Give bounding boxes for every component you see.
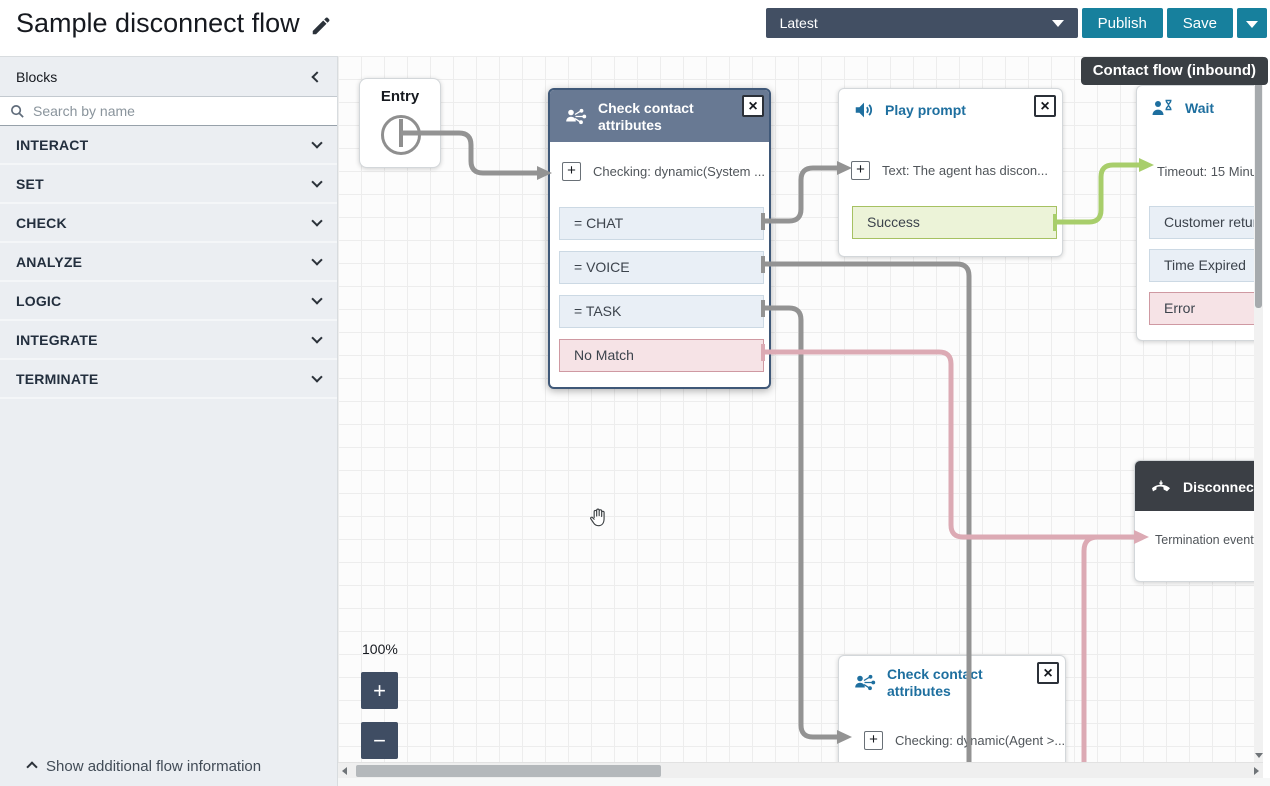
version-dropdown[interactable]: Latest [765, 8, 1078, 38]
horizontal-scrollbar-thumb[interactable] [356, 765, 661, 777]
sidebar-category-logic[interactable]: LOGIC [0, 282, 337, 321]
expand-parameter-icon[interactable]: + [864, 731, 883, 750]
vertical-scrollbar-thumb[interactable] [1255, 76, 1262, 308]
block-check-contact-attributes-1[interactable]: Check contact attributes × + Checking: d… [548, 88, 771, 389]
block-wait[interactable]: Wait Timeout: 15 Minu Customer retur Tim… [1136, 85, 1270, 341]
output-task[interactable]: = TASK [559, 295, 764, 328]
zoom-out-button[interactable]: − [361, 722, 398, 759]
block-parameter: + Text: The agent has discon... [851, 161, 1048, 180]
chevron-down-icon [1246, 20, 1258, 28]
chevron-down-icon [311, 214, 323, 227]
output-success[interactable]: Success [852, 206, 1057, 239]
sidebar-category-terminate[interactable]: TERMINATE [0, 360, 337, 399]
pencil-icon [312, 17, 330, 34]
wire-chat-to-play-prompt [763, 161, 852, 224]
sidebar-category-integrate[interactable]: INTEGRATE [0, 321, 337, 360]
version-label: Latest [779, 15, 818, 31]
speaker-icon [855, 102, 872, 118]
blocks-panel-header: Blocks [0, 57, 337, 96]
sidebar-category-check[interactable]: CHECK [0, 204, 337, 243]
expand-parameter-icon[interactable]: + [851, 161, 870, 180]
save-options-button[interactable] [1237, 8, 1267, 38]
show-flow-info-toggle[interactable]: Show additional flow information [26, 758, 261, 775]
block-title: Disconnect [1183, 478, 1259, 495]
close-icon[interactable]: × [1034, 95, 1056, 117]
zoom-level-label: 100% [362, 641, 398, 657]
block-header: Play prompt × [839, 89, 1062, 129]
search-input[interactable] [33, 103, 327, 119]
chevron-down-icon [311, 292, 323, 305]
vertical-scrollbar[interactable] [1254, 56, 1263, 762]
flow-canvas[interactable]: Entry Check contact attributes × + Check [337, 56, 1270, 786]
block-play-prompt[interactable]: Play prompt × + Text: The agent has disc… [838, 88, 1063, 257]
close-icon[interactable]: × [1037, 662, 1059, 684]
output-error[interactable]: Error [1149, 292, 1270, 325]
block-title: Play prompt [885, 101, 966, 118]
chevron-down-icon [311, 331, 323, 344]
block-header: Wait [1137, 86, 1270, 128]
block-title: Wait [1185, 99, 1215, 116]
chevron-up-icon [26, 761, 38, 773]
search-icon [11, 104, 24, 118]
blocks-panel: Blocks INTERACT SET CHECK ANALYZE LO [0, 56, 337, 786]
wire-no-match-to-disconnect [763, 349, 1149, 544]
sidebar-category-set[interactable]: SET [0, 165, 337, 204]
sidebar-category-analyze[interactable]: ANALYZE [0, 243, 337, 282]
entry-point-icon [381, 115, 421, 155]
chevron-down-icon [311, 253, 323, 266]
wire-task-to-check2 [763, 305, 852, 744]
output-time-expired[interactable]: Time Expired [1149, 249, 1270, 282]
panel-title: Blocks [16, 68, 58, 85]
block-header: Check contact attributes × [550, 90, 769, 142]
chevron-down-icon [311, 370, 323, 383]
block-parameter: Termination event [1155, 533, 1254, 547]
edit-title-icon[interactable] [310, 15, 332, 37]
zoom-in-button[interactable]: + [361, 672, 398, 709]
canvas-right-gutter [1262, 56, 1270, 786]
block-parameter: + Checking: dynamic(System ... [562, 162, 765, 181]
page-title: Sample disconnect flow [16, 8, 300, 38]
flow-type-badge: Contact flow (inbound) [1080, 57, 1268, 85]
hand-cursor [586, 505, 611, 535]
close-icon[interactable]: × [742, 95, 764, 117]
output-chat[interactable]: = CHAT [559, 207, 764, 240]
output-customer-returned[interactable]: Customer retur [1149, 206, 1270, 239]
chevron-down-icon [1051, 19, 1064, 27]
save-button[interactable]: Save [1166, 8, 1233, 38]
publish-button[interactable]: Publish [1081, 8, 1163, 38]
wait-icon [1152, 99, 1172, 115]
wire-bottom-to-disconnect [1081, 534, 1116, 786]
collapse-panel-icon[interactable] [311, 70, 323, 83]
sidebar-category-interact[interactable]: INTERACT [0, 126, 337, 165]
block-title: Check contact attributes [887, 666, 983, 699]
check-contact-attributes-icon [566, 108, 587, 125]
canvas-bottom-strip [338, 778, 1270, 786]
search-bar [0, 96, 337, 126]
output-no-match[interactable]: No Match [559, 339, 764, 372]
expand-parameter-icon[interactable]: + [562, 162, 581, 181]
top-bar: Sample disconnect flow Latest Publish Sa… [0, 0, 1270, 56]
scroll-right-arrow-icon[interactable] [1254, 767, 1259, 775]
chevron-down-icon [311, 175, 323, 188]
check-contact-attributes-icon [855, 674, 876, 691]
block-title: Check contact attributes [598, 100, 694, 133]
connection-lines [399, 119, 1154, 786]
horizontal-scrollbar[interactable] [338, 762, 1263, 778]
block-header: Check contact attributes × [839, 656, 1065, 708]
scroll-down-arrow-icon[interactable] [1255, 753, 1263, 758]
block-header: Disconnect [1135, 461, 1270, 511]
block-parameter: + Checking: dynamic(Agent >... [864, 731, 1065, 750]
chevron-down-icon [311, 136, 323, 149]
wire-success-to-wait [1055, 158, 1154, 225]
output-voice[interactable]: = VOICE [559, 251, 764, 284]
block-parameter: Timeout: 15 Minu [1157, 164, 1257, 179]
block-title: Entry [380, 88, 420, 105]
scroll-left-arrow-icon[interactable] [342, 767, 347, 775]
disconnect-phone-icon [1152, 480, 1170, 492]
block-entry[interactable]: Entry [359, 78, 441, 168]
block-disconnect[interactable]: Disconnect Termination event [1134, 460, 1270, 582]
